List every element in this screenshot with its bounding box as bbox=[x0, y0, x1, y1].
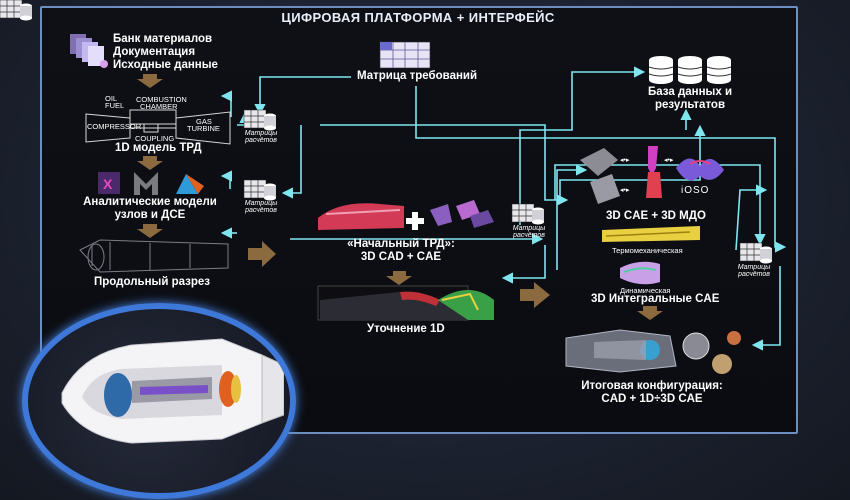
longitudinal-section-label: Продольный разрез bbox=[94, 276, 211, 288]
svg-text:◂•▸: ◂•▸ bbox=[620, 157, 630, 164]
ioso-label: iOSO bbox=[681, 185, 710, 196]
label-1d-model: 1D модель ТРД bbox=[115, 142, 202, 154]
brown-arrows bbox=[137, 74, 663, 320]
engine-cutaway-inset bbox=[22, 303, 296, 499]
page-title: ЦИФРОВАЯ ПЛАТФОРМА + ИНТЕРФЕЙС bbox=[281, 9, 555, 25]
engine-label-coupling: COUPLING bbox=[135, 134, 175, 143]
input-item: Банк материалов bbox=[113, 33, 213, 45]
engine-label-chamber: CHAMBER bbox=[140, 102, 178, 111]
engine-cutaway-render bbox=[61, 338, 284, 444]
initial-engine-label: «Начальный ТРД»: 3D CAD + CAE bbox=[347, 238, 455, 264]
svg-text:◂•▸: ◂•▸ bbox=[620, 187, 630, 194]
engine-label-gas: GAS bbox=[196, 117, 212, 126]
input-list: Банк материалов Документация Исходные да… bbox=[113, 33, 218, 73]
svg-text:◂•▸: ◂•▸ bbox=[664, 157, 674, 164]
final-config-label: Итоговая конфигурация: CAD + 1D÷3D CAE bbox=[581, 380, 723, 406]
engine-label-oil: OIL bbox=[105, 94, 118, 103]
engine-label-combustion: COMBUSTION bbox=[136, 95, 187, 104]
engine-label-turbine: TURBINE bbox=[187, 124, 220, 133]
cae-mdo-label: 3D CAE + 3D МДО bbox=[606, 210, 706, 222]
engine-label-compressor: COMPRESSOR bbox=[87, 122, 142, 131]
input-item: Документация bbox=[113, 46, 196, 59]
analytic-models-label: Аналитические модели узлов и ДСЕ bbox=[83, 196, 217, 222]
thermo-label: Термомеханическая bbox=[612, 246, 683, 255]
integral-cae-label: 3D Интегральные CAE bbox=[591, 293, 720, 305]
dynamic-label: Динамическая bbox=[620, 286, 671, 295]
requirements-label: Матрица требований bbox=[357, 70, 478, 82]
title-bar: ЦИФРОВАЯ ПЛАТФОРМА + ИНТЕРФЕЙС bbox=[40, 6, 796, 28]
input-item: Исходные данные bbox=[113, 59, 218, 72]
refine-1d-label: Уточнение 1D bbox=[367, 323, 445, 335]
database-label: База данных и результатов bbox=[647, 86, 733, 112]
matlab-icon bbox=[176, 174, 198, 194]
svg-text:X: X bbox=[103, 176, 113, 192]
m-logo-icon bbox=[134, 172, 158, 195]
cyan-arrows bbox=[220, 66, 787, 351]
engine-label-fuel: FUEL bbox=[105, 101, 125, 110]
